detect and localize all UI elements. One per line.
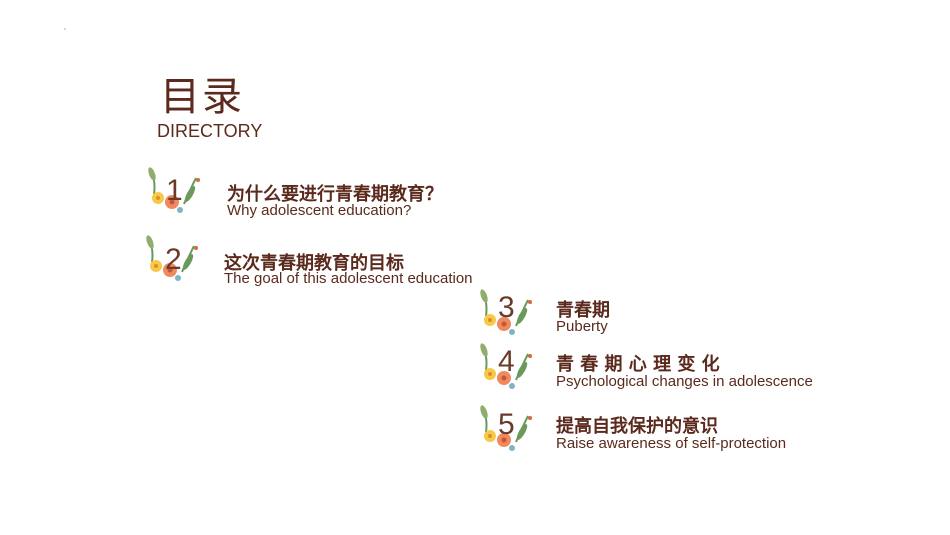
flower-icon [148, 167, 200, 213]
directory-item-4[interactable]: 4 青 春 期 心 理 变 化 Psychological changes in… [472, 336, 852, 400]
item-number: 4 [498, 345, 515, 378]
item-number: 3 [498, 291, 515, 324]
directory-item-2[interactable]: 2 这次青春期教育的目标 The goal of this adolescent… [138, 228, 498, 292]
item-title-cn: 青 春 期 心 理 变 化 [556, 354, 720, 375]
item-title-en: Psychological changes in adolescence [556, 373, 813, 390]
directory-item-5[interactable]: 5 提高自我保护的意识 Raise awareness of self-prot… [472, 398, 832, 462]
directory-item-3[interactable]: 3 青春期 Puberty [472, 282, 672, 346]
item-title-cn: 提高自我保护的意识 [556, 416, 718, 437]
item-title-en: Puberty [556, 318, 608, 335]
item-title-en: Why adolescent education? [227, 202, 412, 219]
item-number: 2 [165, 243, 182, 276]
page-subtitle: DIRECTORY [157, 121, 263, 141]
flower-icon [480, 343, 532, 389]
item-title-cn: 这次青春期教育的目标 [224, 253, 404, 274]
item-title-en: Raise awareness of self-protection [556, 435, 787, 452]
directory-item-1[interactable]: 1 为什么要进行青春期教育？ Why adolescent education? [140, 160, 480, 224]
page-title: 目录 [160, 74, 244, 120]
item-number: 5 [498, 408, 515, 441]
decorative-dot [64, 28, 66, 30]
item-title-cn: 青春期 [556, 300, 610, 321]
item-number: 1 [166, 174, 183, 207]
flower-icon [480, 405, 532, 451]
item-title-en: The goal of this adolescent education [224, 270, 473, 287]
flower-icon [146, 235, 198, 281]
flower-icon [480, 289, 532, 335]
item-title-cn: 为什么要进行青春期教育？ [227, 184, 443, 205]
